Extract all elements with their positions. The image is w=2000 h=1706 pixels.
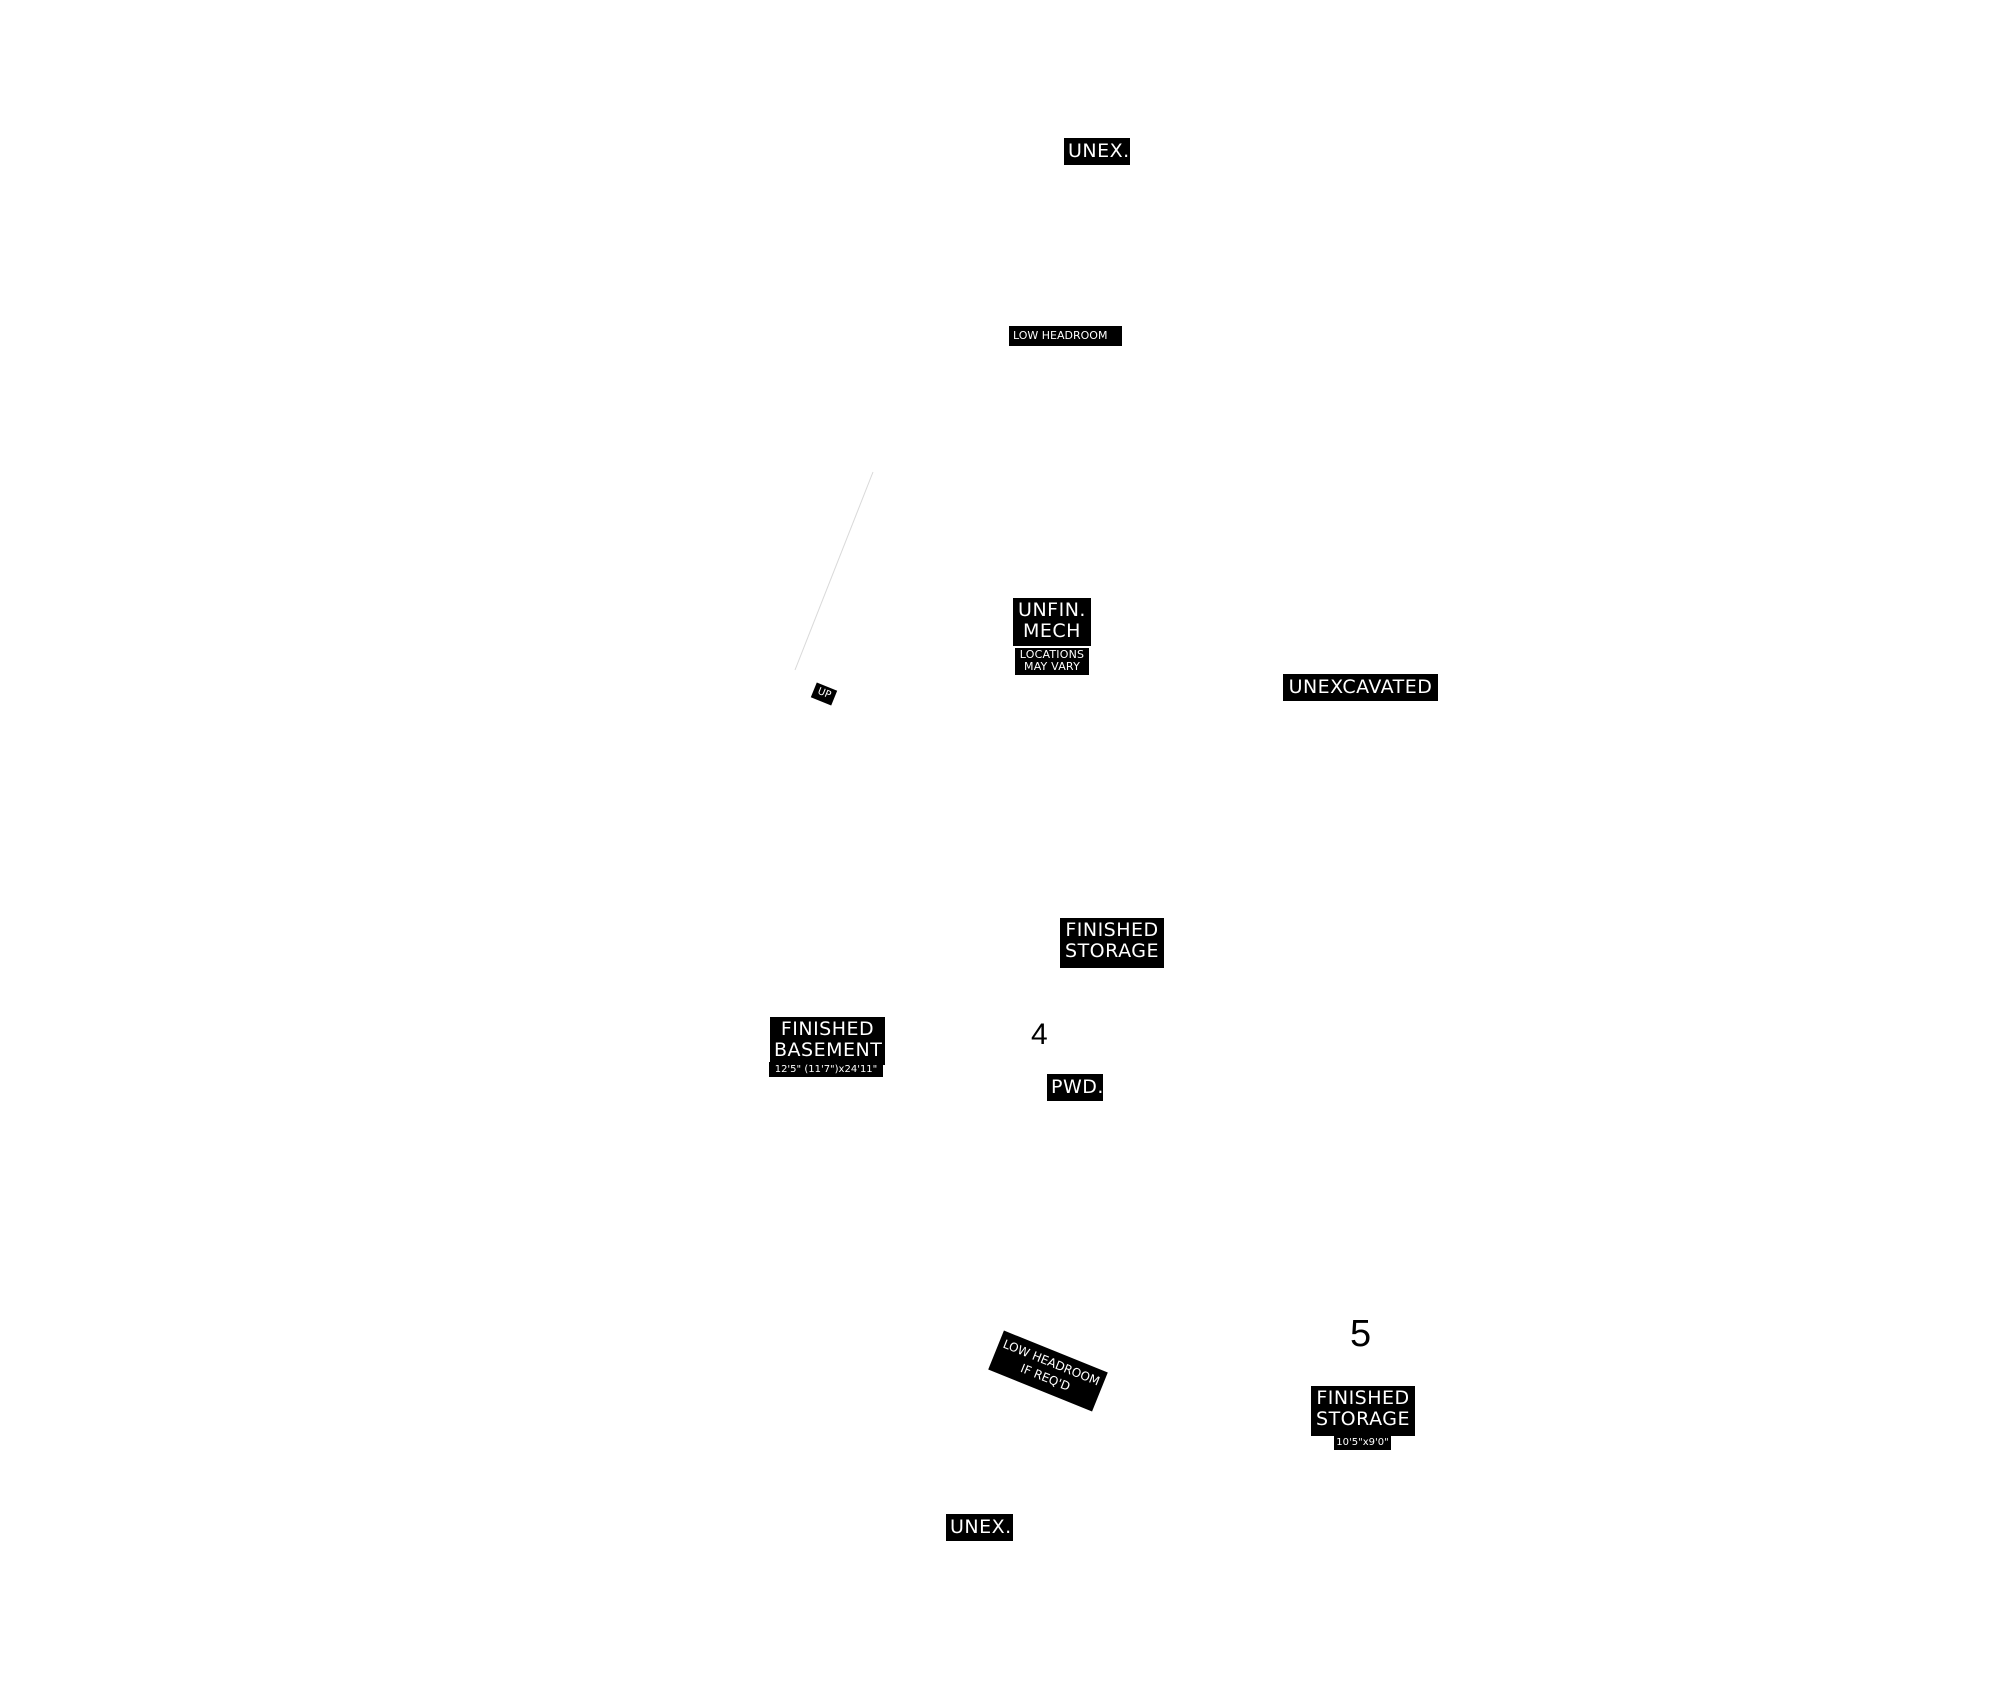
- unfin-mech-line2: MECH: [1023, 620, 1081, 643]
- finished-basement-line1: FINISHED: [780, 1018, 875, 1040]
- finished-storage-label-2: FINISHED STORAGE: [1311, 1386, 1415, 1436]
- number-5-text: 5: [1350, 1313, 1372, 1355]
- finished-storage-2-dims-text: 10'5"x9'0": [1336, 1437, 1389, 1448]
- low-headroom-top-text: LOW HEADROOM: [1013, 329, 1108, 342]
- unexcavated-label-bottom: UNEX.: [946, 1514, 1013, 1541]
- powder-room-label: PWD.: [1047, 1074, 1103, 1101]
- finished-storage-1-line2: STORAGE: [1065, 940, 1159, 963]
- low-headroom-label-top: LOW HEADROOM: [1009, 326, 1122, 346]
- locations-line1: LOCATIONS: [1019, 648, 1085, 661]
- room-number-4: 4: [1031, 1018, 1048, 1052]
- number-4-text: 4: [1031, 1018, 1048, 1051]
- stair-line: [794, 471, 874, 671]
- unexcavated-label: UNEXCAVATED: [1283, 674, 1438, 701]
- locations-line2: MAY VARY: [1024, 660, 1080, 674]
- unfin-mech-line1: UNFIN.: [1018, 599, 1086, 621]
- finished-basement-label: FINISHED BASEMENT: [770, 1017, 885, 1065]
- room-number-5: 5: [1350, 1313, 1371, 1356]
- finished-storage-label-1: FINISHED STORAGE: [1060, 918, 1164, 968]
- finished-storage-2-dimensions: 10'5"x9'0": [1334, 1435, 1391, 1450]
- pwd-text: PWD.: [1051, 1076, 1104, 1098]
- finished-basement-line2: BASEMENT: [774, 1039, 883, 1062]
- unexcavated-label-top: UNEX.: [1064, 138, 1130, 165]
- unex-bottom-text: UNEX.: [950, 1516, 1012, 1538]
- unfinished-mechanical-room-label: UNFIN. MECH: [1013, 598, 1091, 646]
- finished-basement-dims-text: 12'5" (11'7")x24'11": [774, 1064, 878, 1075]
- locations-may-vary-note: LOCATIONS MAY VARY: [1015, 648, 1089, 675]
- unex-top-text: UNEX.: [1068, 140, 1130, 162]
- finished-basement-dimensions: 12'5" (11'7")x24'11": [769, 1062, 883, 1077]
- unexcavated-text: UNEXCAVATED: [1288, 676, 1433, 698]
- finished-storage-2-line2: STORAGE: [1316, 1408, 1410, 1431]
- finished-storage-1-line1: FINISHED: [1065, 919, 1159, 941]
- finished-storage-2-line1: FINISHED: [1316, 1387, 1410, 1409]
